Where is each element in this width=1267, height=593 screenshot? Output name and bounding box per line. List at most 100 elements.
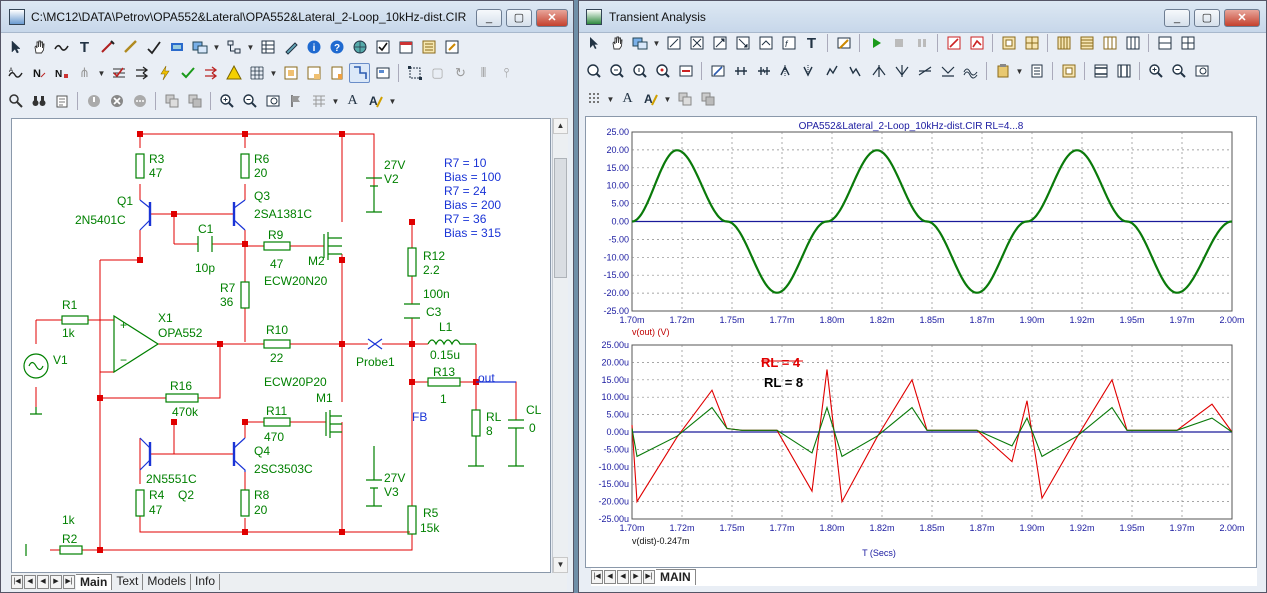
analysis-maximize-button[interactable]: ▢ xyxy=(1194,9,1220,27)
select-arrow-icon[interactable] xyxy=(583,33,604,53)
label-q1[interactable]: Q1 xyxy=(117,194,133,208)
wire-mode-icon[interactable] xyxy=(51,37,72,57)
label-c3[interactable]: C3 xyxy=(426,305,442,319)
plot-layout-icon[interactable] xyxy=(1021,33,1042,53)
tokens-icon[interactable] xyxy=(1090,61,1111,81)
tab-prev-page-icon[interactable]: ◀ xyxy=(24,575,36,589)
flag-tool-icon[interactable] xyxy=(143,37,164,57)
cursor-low-icon[interactable] xyxy=(845,61,866,81)
zoom-in-icon[interactable] xyxy=(216,91,237,111)
title-block-icon[interactable] xyxy=(303,63,324,83)
grid-icon[interactable] xyxy=(246,63,267,83)
properties-icon[interactable] xyxy=(372,63,393,83)
top-trace-label[interactable]: v(out) (V) xyxy=(632,327,670,337)
lightning-icon[interactable] xyxy=(154,63,175,83)
cursor-bottom-icon[interactable] xyxy=(937,61,958,81)
cursor-1-icon[interactable] xyxy=(730,61,751,81)
close-button[interactable]: ✕ xyxy=(536,9,568,27)
check-icon[interactable] xyxy=(372,37,393,57)
zoom-fit-all-icon[interactable] xyxy=(629,61,650,81)
tab-last-icon[interactable]: ▶| xyxy=(63,575,75,589)
analysis-minimize-button[interactable]: _ xyxy=(1164,9,1190,27)
zoom-extent-icon[interactable] xyxy=(1191,61,1212,81)
tab-next-icon[interactable]: ▶ xyxy=(50,575,62,589)
grid-dropdown-icon[interactable]: ▼ xyxy=(269,68,278,78)
zoom-in-tool-icon[interactable] xyxy=(1145,61,1166,81)
border-icon[interactable] xyxy=(280,63,301,83)
scroll-thumb[interactable] xyxy=(554,158,567,278)
checkbox-grid-icon[interactable] xyxy=(108,63,129,83)
cursor-valley-icon[interactable] xyxy=(799,61,820,81)
cursor-inflect-icon[interactable] xyxy=(868,61,889,81)
data-points-icon[interactable] xyxy=(1058,61,1079,81)
layout-b-icon[interactable] xyxy=(1076,33,1097,53)
run-icon[interactable] xyxy=(865,33,886,53)
hierarchy-icon[interactable] xyxy=(223,37,244,57)
atab-prev-page-icon[interactable]: ◀ xyxy=(604,570,616,584)
peak-icon[interactable] xyxy=(675,61,696,81)
atab-next-icon[interactable]: ▶ xyxy=(630,570,642,584)
analysis-close-button[interactable]: ✕ xyxy=(1224,9,1260,27)
font-tool-icon[interactable]: A xyxy=(622,91,633,106)
pin-dropdown-icon[interactable]: ▼ xyxy=(97,68,106,78)
part-dropdown-icon[interactable]: ▼ xyxy=(652,38,661,48)
mirror-icon[interactable]: ⫴ xyxy=(480,65,487,80)
schematic-canvas[interactable]: R3 47 R6 20 Q1 2N5401C Q3 2SA1381C C1 10… xyxy=(11,118,551,573)
schematic-titlebar[interactable]: C:\MC12\DATA\Petrov\OPA552&Lateral\OPA55… xyxy=(1,1,573,33)
font-color-dropdown-icon[interactable]: ▼ xyxy=(663,94,672,104)
scale-y-icon[interactable] xyxy=(709,33,730,53)
stepping-icon[interactable] xyxy=(943,33,964,53)
page-icon[interactable] xyxy=(326,63,347,83)
bus-tool-icon[interactable] xyxy=(166,37,187,57)
zoom-out-tool-icon[interactable] xyxy=(1168,61,1189,81)
hierarchy-dropdown-icon[interactable]: ▼ xyxy=(246,42,255,52)
label-probe1[interactable]: Probe1 xyxy=(356,355,395,369)
label-r4[interactable]: R4 xyxy=(149,488,165,502)
text-tool-icon[interactable]: T xyxy=(806,34,817,52)
label-r2[interactable]: R2 xyxy=(62,532,78,546)
stop-gray-icon[interactable] xyxy=(83,91,104,111)
split-h-icon[interactable] xyxy=(1154,33,1175,53)
tab-first-icon[interactable]: |◀ xyxy=(11,575,23,589)
copy-tool-icon[interactable] xyxy=(674,89,695,109)
rubberband-icon[interactable] xyxy=(349,63,370,83)
copy-icon[interactable] xyxy=(161,91,182,111)
component-dropdown-icon[interactable]: ▼ xyxy=(212,42,221,52)
atab-main[interactable]: MAIN xyxy=(656,569,696,585)
split-4-icon[interactable] xyxy=(1177,33,1198,53)
scroll-down-icon[interactable]: ▼ xyxy=(553,557,568,573)
label-c1[interactable]: C1 xyxy=(198,222,214,236)
attribute-text-icon[interactable]: A xyxy=(5,63,26,83)
tab-text[interactable]: Text xyxy=(112,574,144,590)
flip-icon[interactable]: ⫯ xyxy=(503,65,510,80)
arrows-right-icon[interactable] xyxy=(131,63,152,83)
minimize-button[interactable]: _ xyxy=(476,9,502,27)
schematic-vertical-scrollbar[interactable]: ▲ ▼ xyxy=(552,118,568,573)
font-dropdown-icon[interactable]: ▼ xyxy=(388,96,397,106)
label-q3[interactable]: Q3 xyxy=(254,189,270,203)
label-q2[interactable]: Q2 xyxy=(178,488,194,502)
ruler-icon[interactable] xyxy=(1113,61,1134,81)
part-icon[interactable] xyxy=(629,33,650,53)
properties-tool-icon[interactable] xyxy=(833,33,854,53)
label-r6[interactable]: R6 xyxy=(254,152,270,166)
text-mode-icon[interactable]: T xyxy=(79,38,90,56)
zoom-fit-icon[interactable] xyxy=(262,91,283,111)
bottom-trace-label[interactable]: v(dist)-0.247m xyxy=(632,536,690,546)
grid-tool-icon[interactable] xyxy=(120,37,141,57)
paste-gray-icon[interactable] xyxy=(697,89,718,109)
label-r13[interactable]: R13 xyxy=(433,365,455,379)
font-color-tool-icon[interactable]: A xyxy=(640,89,661,109)
label-r3[interactable]: R3 xyxy=(149,152,165,166)
label-r11[interactable]: R11 xyxy=(266,404,287,418)
zoom-in-x-icon[interactable] xyxy=(606,61,627,81)
atab-first-icon[interactable]: |◀ xyxy=(591,570,603,584)
calendar-icon[interactable] xyxy=(395,37,416,57)
table-icon[interactable] xyxy=(257,37,278,57)
current-check-icon[interactable] xyxy=(177,63,198,83)
layout-d-icon[interactable] xyxy=(1122,33,1143,53)
analysis-titlebar[interactable]: Transient Analysis _ ▢ ✕ xyxy=(579,1,1266,33)
paste-dropdown-icon[interactable]: ▼ xyxy=(1015,66,1024,76)
node-numbers-icon[interactable]: N xyxy=(28,63,49,83)
label-m1[interactable]: M1 xyxy=(316,391,333,405)
